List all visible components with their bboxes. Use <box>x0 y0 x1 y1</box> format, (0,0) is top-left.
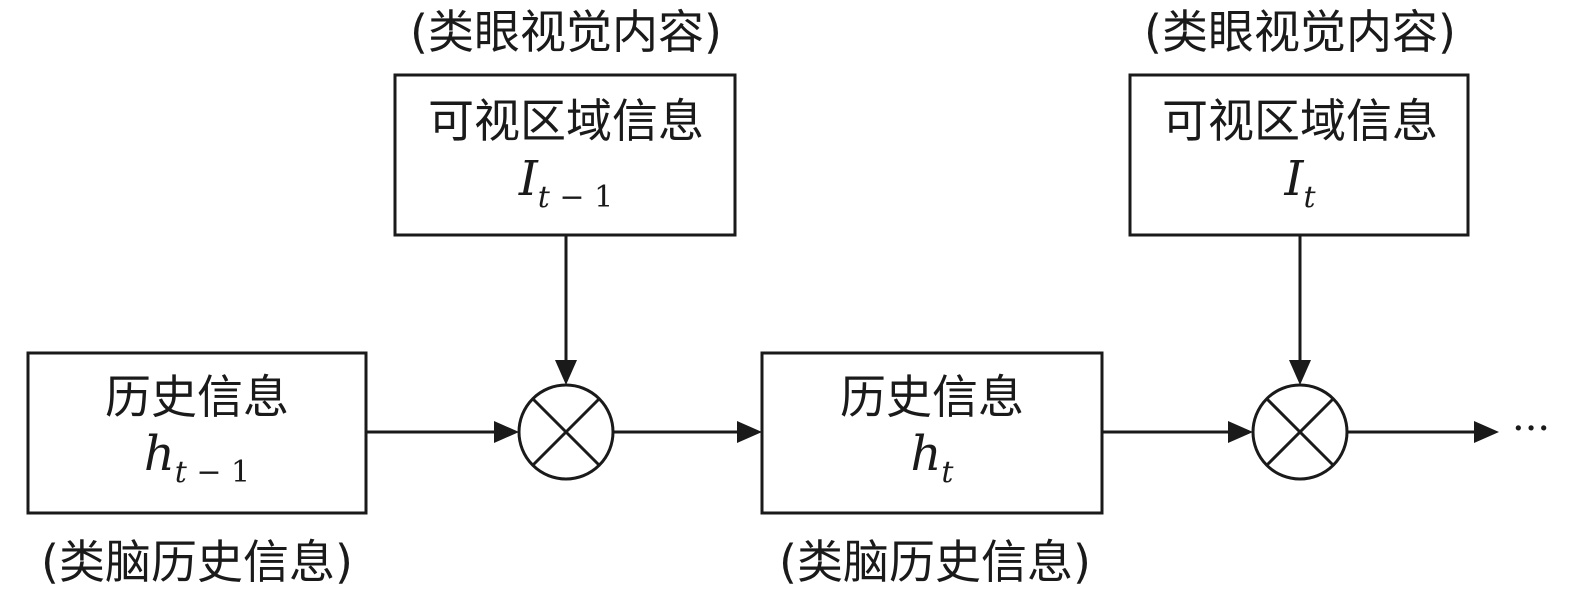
arrow-operator-1-to-history-2 <box>613 421 762 443</box>
visual-symbol-2-sub-var: t <box>1303 180 1316 215</box>
history-label-2: 历史信息 <box>840 370 1024 424</box>
visual-symbol-1-sub-var: t <box>538 180 551 215</box>
arrow-history-2-to-operator-2 <box>1102 421 1253 443</box>
visual-symbol-2-base: I <box>1283 151 1304 207</box>
visual-caption-1: (类眼视觉内容) <box>410 5 722 59</box>
visual-label-1: 可视区域信息 <box>428 94 704 148</box>
arrow-history-1-to-operator-1 <box>366 421 519 443</box>
history-symbol-2-sub-var: t <box>941 455 954 490</box>
multiply-circle-icon <box>1251 383 1349 481</box>
history-info-box-2 <box>760 351 1104 515</box>
arrow-visual-1-to-operator-1 <box>555 235 577 385</box>
arrow-visual-2-to-operator-2 <box>1289 235 1311 385</box>
continuation-ellipsis: ··· <box>1512 406 1550 452</box>
history-symbol-1: ht − 1 <box>144 426 250 490</box>
visual-info-box-2 <box>1128 73 1470 237</box>
history-caption-1: (类脑历史信息) <box>41 535 353 589</box>
visual-symbol-1-base: I <box>518 151 539 207</box>
history-symbol-2-base: h <box>911 426 942 482</box>
visual-info-box-1 <box>393 73 737 237</box>
history-symbol-2: ht <box>911 426 955 490</box>
history-caption-2: (类脑历史信息) <box>779 535 1091 589</box>
history-symbol-1-sub-var: t <box>175 455 188 490</box>
history-label-1: 历史信息 <box>105 370 289 424</box>
arrow-operator-2-onward <box>1347 421 1499 443</box>
visual-symbol-1-sub-rest: − 1 <box>550 180 613 215</box>
visual-label-2: 可视区域信息 <box>1162 94 1438 148</box>
visual-symbol-1: It − 1 <box>518 151 613 215</box>
operator-2-cross-b <box>1265 397 1335 467</box>
visual-symbol-2: It <box>1283 151 1316 215</box>
history-symbol-1-sub-rest: − 1 <box>187 455 250 490</box>
multiply-circle-icon <box>517 383 615 481</box>
history-symbol-1-base: h <box>144 426 175 482</box>
visual-caption-2: (类眼视觉内容) <box>1144 5 1456 59</box>
operator-1-cross-b <box>531 397 601 467</box>
